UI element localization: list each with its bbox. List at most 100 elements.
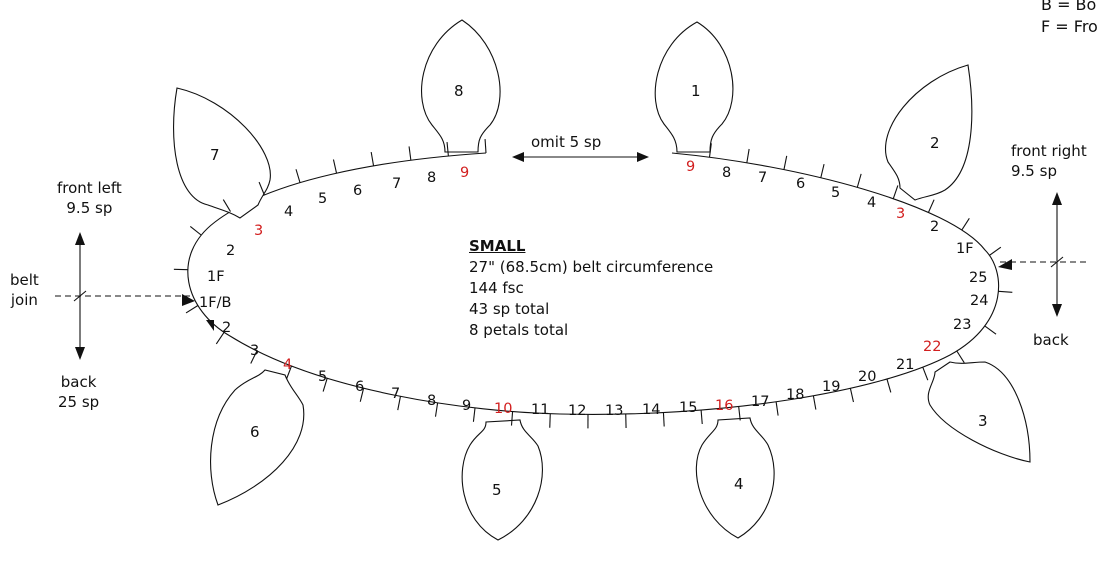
petal-label-8: 8 (454, 82, 464, 100)
petal-2: 2 (886, 65, 972, 200)
segment-label: 13 (605, 403, 623, 419)
petal-label-1: 1 (691, 82, 701, 100)
segment-label: 22 (923, 339, 941, 355)
segment-label: 4 (284, 204, 293, 220)
segment-label: 14 (642, 402, 660, 418)
segment-tick (190, 226, 201, 235)
segment-label: 3 (254, 223, 263, 239)
segment-tick (216, 332, 224, 344)
segment-label: 8 (722, 165, 731, 181)
segments-top-left: 9 8 7 6 5 4 3 (254, 165, 469, 239)
front-right-label: front right 9.5 sp (1011, 141, 1087, 181)
legend-line-f: F = Fro (1041, 16, 1098, 38)
segment-label: 21 (896, 357, 914, 373)
segment-label: 25 (969, 270, 987, 286)
segment-tick (701, 410, 702, 424)
segment-label: 7 (391, 386, 400, 402)
right-dimension (998, 192, 1090, 317)
segment-label: 4 (867, 195, 876, 211)
segment-tick (747, 149, 749, 163)
front-right-sp: 9.5 sp (1011, 161, 1087, 181)
size-line-petals: 8 petals total (469, 320, 713, 341)
join-marker-icon (206, 320, 214, 331)
segment-tick (813, 396, 815, 410)
segment-label: 2 (930, 219, 939, 235)
petal-label-6: 6 (250, 423, 260, 441)
segment-tick (893, 185, 898, 198)
segment-tick (985, 326, 996, 334)
segment-label: 23 (953, 317, 971, 333)
belt-join-label: belt join (10, 270, 39, 310)
segment-tick (333, 160, 336, 174)
petal-5: 5 (462, 420, 542, 540)
segment-label: 19 (822, 379, 840, 395)
segment-label: 9 (462, 398, 471, 414)
legend: B = Bo F = Fro (1041, 10, 1098, 38)
petal-4: 4 (696, 418, 774, 538)
segment-label: 9 (686, 159, 695, 175)
petal-8: 8 (422, 20, 501, 152)
size-line-circumference: 27" (68.5cm) belt circumference (469, 257, 713, 278)
segment-tick (371, 152, 373, 166)
segment-label: 15 (679, 400, 697, 416)
segment-label: 5 (831, 185, 840, 201)
segment-label: 6 (353, 183, 362, 199)
back-left-sp: 25 sp (58, 392, 99, 412)
segment-tick (296, 169, 300, 182)
segment-label: 7 (392, 176, 401, 192)
segment-label: 4 (283, 357, 292, 373)
front-right-text: front right (1011, 141, 1087, 161)
size-title: SMALL (469, 236, 713, 257)
segment-label: 20 (858, 369, 876, 385)
front-left-sp: 9.5 sp (57, 198, 122, 218)
petal-label-5: 5 (492, 481, 502, 499)
petal-6: 6 (211, 370, 304, 505)
segment-tick (928, 200, 934, 213)
segment-tick (473, 408, 475, 422)
petal-label-2: 2 (930, 134, 940, 152)
segment-label: 2 (226, 243, 235, 259)
petal-7: 7 (174, 88, 271, 218)
segment-label: 1F (207, 269, 225, 285)
back-left-text: back (58, 372, 99, 392)
left-dimension (55, 232, 195, 360)
segment-tick (784, 156, 787, 170)
join-text: join (10, 290, 39, 310)
segment-tick (887, 379, 891, 392)
size-line-sp: 43 sp total (469, 299, 713, 320)
segment-tick (962, 218, 970, 230)
segments-left: 2 1F 1F/B 2 (199, 243, 235, 336)
segment-tick (409, 146, 411, 160)
petal-label-3: 3 (978, 412, 988, 430)
segment-tick (850, 388, 853, 402)
segment-tick (821, 164, 824, 178)
omit-label: omit 5 sp (531, 133, 601, 151)
segment-label: 3 (896, 206, 905, 222)
segment-label: 5 (318, 191, 327, 207)
segment-tick (776, 402, 778, 416)
petal-label-7: 7 (210, 146, 220, 164)
segment-label: 16 (715, 398, 733, 414)
segment-tick (857, 174, 861, 187)
petal-1: 1 (655, 22, 733, 152)
segment-label: 6 (796, 176, 805, 192)
omit-arrow (512, 152, 649, 162)
back-left-label: back 25 sp (58, 372, 99, 412)
size-line-fsc: 144 fsc (469, 278, 713, 299)
belt-text: belt (10, 270, 39, 290)
back-right-label: back (1033, 330, 1069, 350)
segment-label: 18 (786, 387, 804, 403)
segment-label: 11 (531, 402, 549, 418)
petal-label-4: 4 (734, 475, 744, 493)
segment-label: 17 (751, 394, 769, 410)
segment-tick (998, 291, 1012, 292)
segment-label: 9 (460, 165, 469, 181)
segment-label: 1F (956, 241, 974, 257)
legend-line-b: B = Bo (1041, 0, 1098, 16)
segment-label: 8 (427, 170, 436, 186)
segment-tick (663, 413, 664, 427)
segment-label: 12 (568, 403, 586, 419)
segment-label: 8 (427, 393, 436, 409)
segment-tick (957, 351, 964, 363)
segment-tick (485, 139, 486, 153)
